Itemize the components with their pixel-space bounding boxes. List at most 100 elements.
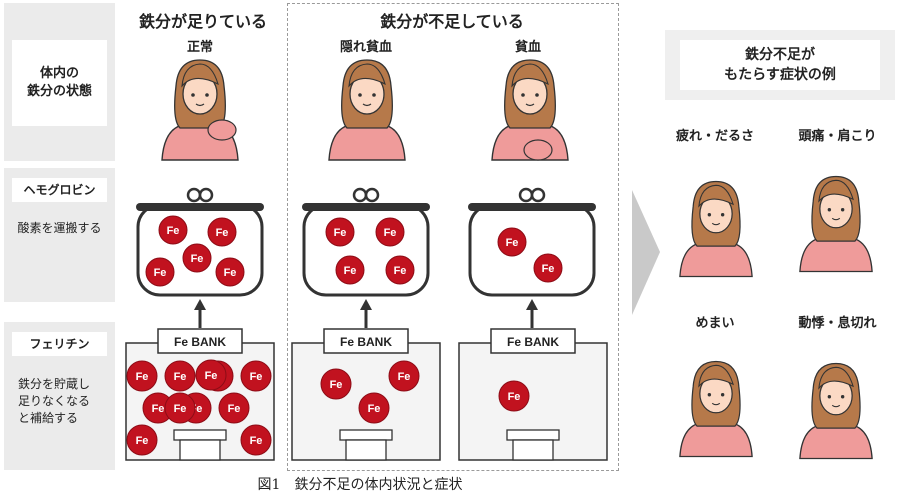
bank-door — [179, 439, 221, 461]
ferritin-desc: 鉄分を貯蔵し 足りなくなる と補給する — [18, 377, 91, 425]
bank-door-top — [339, 429, 393, 441]
fe-coin — [320, 368, 352, 400]
person-eye — [827, 208, 832, 212]
purse-body — [468, 203, 596, 297]
fe-coin — [164, 360, 196, 392]
fe-coin-label: Fe — [136, 435, 149, 447]
purse-frame — [302, 203, 430, 211]
bank-fe-coin: Fe — [142, 392, 174, 424]
state-label-box: 体内の 鉄分の状態 — [12, 40, 107, 126]
supply-arrowhead — [526, 299, 538, 310]
person-eye — [707, 213, 712, 217]
bank-anemia: Fe BANK — [458, 328, 608, 461]
purse-clasp — [364, 187, 380, 203]
fe-coin-label: Fe — [174, 403, 187, 415]
bank-label-box — [323, 328, 409, 354]
person-eye — [720, 393, 725, 397]
fe-coin — [497, 227, 527, 257]
fe-coin-label: Fe — [334, 227, 347, 239]
person-body — [799, 237, 873, 273]
purse-fe-coin: Fe — [497, 227, 527, 257]
person-eye — [191, 93, 195, 97]
purse-fe-coin: Fe — [182, 243, 212, 273]
person-body — [799, 424, 873, 460]
fe-coin — [388, 360, 420, 392]
bank-door — [345, 439, 387, 461]
fe-coin-label: Fe — [154, 267, 167, 279]
hand-purse-empty — [523, 139, 553, 161]
person-mouth — [525, 103, 535, 107]
person-mouth — [831, 404, 841, 408]
person-palpitation — [799, 362, 873, 460]
hand-purse — [207, 119, 237, 141]
bank-label: Fe BANK — [507, 335, 559, 349]
fe-coin — [158, 215, 188, 245]
person-eye — [707, 393, 712, 397]
symptom-label-dizziness: めまい — [695, 316, 735, 331]
symptom-label-headache: 頭痛・肩こり — [798, 129, 877, 144]
person-eye — [840, 395, 845, 399]
fe-coin — [215, 257, 245, 287]
fe-coin — [498, 380, 530, 412]
bank-hidden-anemia: Fe BANK — [291, 328, 441, 461]
person-mouth — [831, 217, 841, 221]
fe-coin-label: Fe — [205, 370, 218, 382]
bank-fe-coin: Fe — [126, 424, 158, 456]
fe-coin — [325, 217, 355, 247]
purse-clasp — [186, 187, 202, 203]
fe-coin-label: Fe — [228, 403, 241, 415]
fe-coin-label: Fe — [216, 227, 229, 239]
fe-coin-label: Fe — [368, 403, 381, 415]
bank-fe-coin: Fe — [195, 359, 227, 391]
fe-coin-label: Fe — [506, 237, 519, 249]
supply-arrowhead — [360, 299, 372, 310]
insufficient-frame — [287, 3, 619, 471]
supply-arrowhead — [194, 299, 206, 310]
person-mouth — [711, 402, 721, 406]
symptom-title: 鉄分不足が もたらす症状の例 — [680, 40, 880, 90]
hemoglobin-desc: 酸素を運搬する — [17, 221, 102, 235]
bank-label: Fe BANK — [174, 335, 226, 349]
bank-fe-coin: Fe — [388, 360, 420, 392]
purse-fe-coin: Fe — [533, 253, 563, 283]
fe-coin — [375, 217, 405, 247]
person-eye — [720, 213, 725, 217]
purse-fe-coin: Fe — [145, 257, 175, 287]
fe-coin-label: Fe — [152, 403, 165, 415]
fe-coin-label: Fe — [344, 265, 357, 277]
bank-fe-coin: Fe — [164, 392, 196, 424]
person-eye — [372, 93, 376, 97]
fe-coin — [126, 424, 158, 456]
fe-coin-label: Fe — [542, 263, 555, 275]
person-body — [679, 422, 753, 458]
purse-fe-coin: Fe — [325, 217, 355, 247]
purse-frame — [468, 203, 596, 211]
person-eye — [535, 93, 539, 97]
purse-clasp — [352, 187, 368, 203]
bank-label-box — [490, 328, 576, 354]
fe-coin-label: Fe — [398, 371, 411, 383]
bank-fe-coin: Fe — [320, 368, 352, 400]
purse-frame — [136, 203, 264, 211]
fe-coin — [164, 392, 196, 424]
person-bangs — [181, 63, 219, 88]
person-eye — [840, 208, 845, 212]
fe-coin — [207, 217, 237, 247]
fe-coin-label: Fe — [191, 253, 204, 265]
fe-coin — [126, 360, 158, 392]
column-name-hidden-anemia: 隠れ貧血 — [339, 40, 392, 55]
fe-coin-label: Fe — [250, 371, 263, 383]
symptom-label-palpitation: 動悸・息切れ — [798, 316, 877, 331]
bank-door — [512, 439, 554, 461]
column-name-normal: 正常 — [186, 40, 213, 55]
purse-fe-coin: Fe — [385, 255, 415, 285]
hemoglobin-title: ヘモグロビン — [12, 178, 107, 202]
fe-coin — [240, 360, 272, 392]
person-body — [679, 242, 753, 278]
figure-caption: 図1 鉄分不足の体内状況と症状 — [257, 477, 463, 493]
person-normal — [161, 59, 239, 161]
person-bangs — [698, 364, 734, 388]
header-sufficient: 鉄分が足りている — [138, 12, 267, 31]
fe-coin-label: Fe — [224, 267, 237, 279]
